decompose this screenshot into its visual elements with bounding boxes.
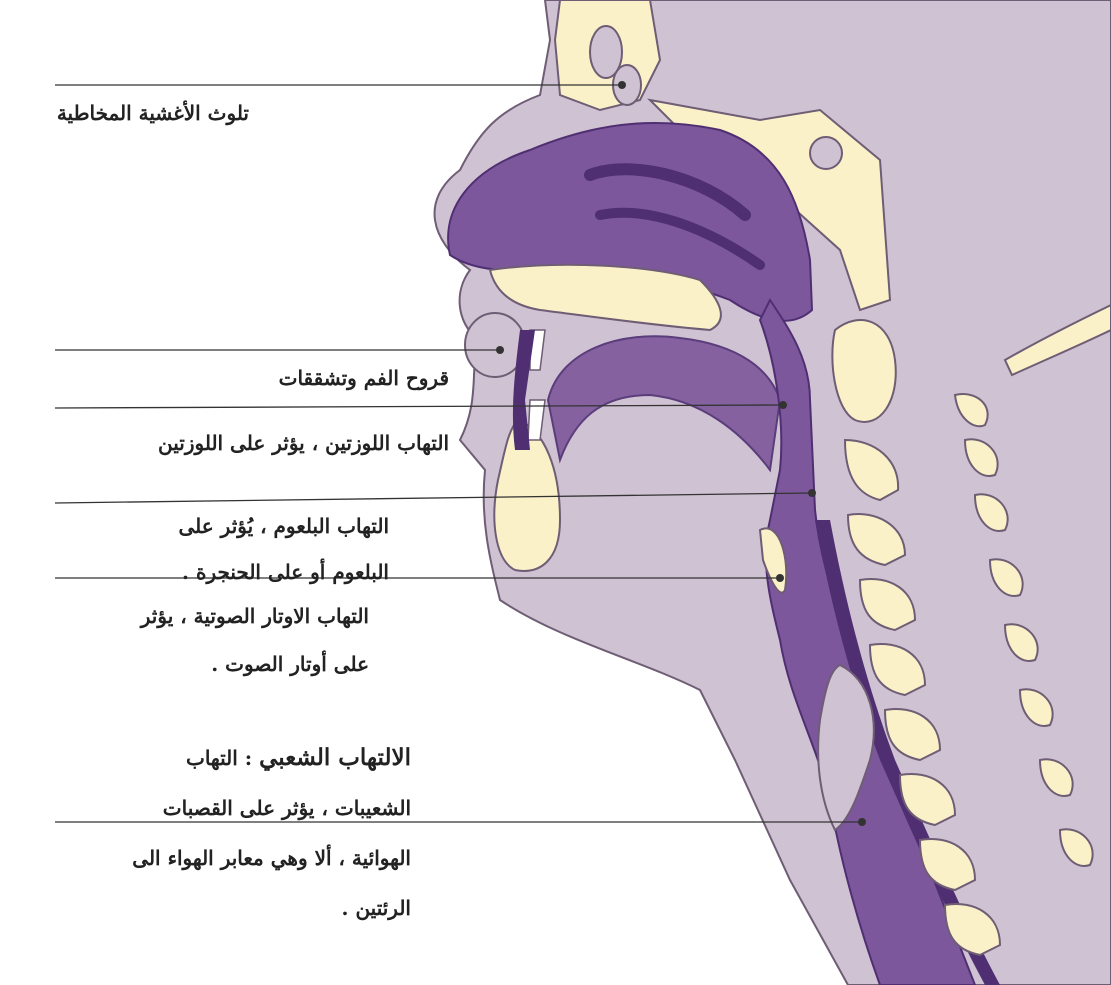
vocal-cords-line-1: التهاب الاوتار الصوتية ، يؤثر [141,592,369,640]
label-tonsillitis: التهاب اللوزتين ، يؤثر على اللوزتين [158,420,449,466]
label-mucous-pollution: تلوث الأغشية المخاطية [57,90,249,136]
leader-dot [776,574,784,582]
bronchitis-line-1: الالتهاب الشعبي : التهاب [132,733,411,783]
bronchitis-line-3: الهوائية ، ألا وهي معابر الهواء الى [132,833,411,883]
leader-dot [618,81,626,89]
vocal-cords-line-2: على أوتار الصوت . [141,640,369,688]
label-vocal-cords: التهاب الاوتار الصوتية ، يؤثر على أوتار … [141,592,369,688]
bronchitis-intro: : التهاب [186,746,259,770]
bronchitis-line-2: الشعيبات ، يؤثر على القصبات [132,783,411,833]
leader-dot [779,401,787,409]
bronchitis-heading: الالتهاب الشعبي [259,744,411,771]
leader-dot [808,489,816,497]
bronchitis-line-4: الرئتين . [132,883,411,933]
leader-dot [496,346,504,354]
sphenoid-sinus [810,137,842,169]
pharyngitis-line-2: البلعوم أو على الحنجرة . [178,549,389,595]
leader-dot [858,818,866,826]
label-mouth-ulcers: قروح الفم وتشققات [279,355,449,401]
vertebra [832,320,895,422]
pharyngitis-line-1: التهاب البلعوم ، يُؤثر على [178,503,389,549]
label-pharyngitis: التهاب البلعوم ، يُؤثر على البلعوم أو عل… [178,503,389,595]
label-bronchitis: الالتهاب الشعبي : التهاب الشعيبات ، يؤثر… [132,733,411,933]
